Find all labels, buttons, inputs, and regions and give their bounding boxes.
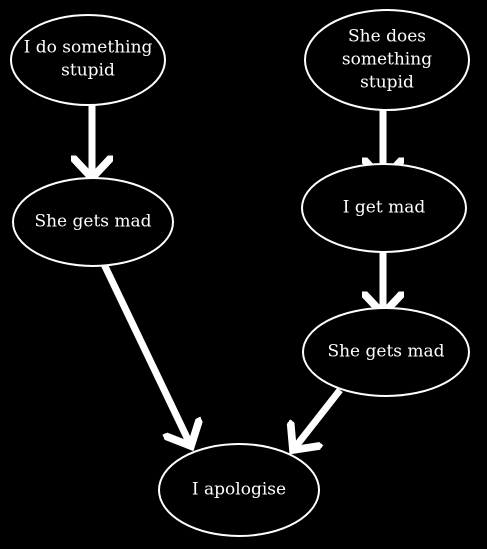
node-she-gets-mad-right: She gets mad [302,307,470,397]
node-she-gets-mad-left: She gets mad [12,177,174,267]
node-i-do-something-stupid: I do something stupid [10,14,166,106]
node-label-line: I apologise [192,480,286,500]
node-label-line: stupid [360,73,414,93]
node-she-does-something-stupid: She does something stupid [304,9,470,111]
node-label-line: stupid [61,61,115,81]
node-shape [304,9,470,111]
node-i-apologise: I apologise [158,443,320,537]
node-shape [158,443,320,537]
node-label-line: She gets mad [327,342,444,362]
node-shape [12,177,174,267]
arrow-n3-to-n6 [98,258,191,446]
node-label-line: I do something [24,38,153,58]
node-label-line: I get mad [343,198,426,218]
node-label-line: She gets mad [34,212,151,232]
node-shape [10,14,166,106]
node-i-get-mad: I get mad [301,163,467,253]
node-label-line: She does [348,27,426,47]
node-shape [301,163,467,253]
arrow-n5-to-n6 [293,387,343,450]
edges [92,104,383,450]
node-shape [302,307,470,397]
node-label-line: something [342,50,432,70]
